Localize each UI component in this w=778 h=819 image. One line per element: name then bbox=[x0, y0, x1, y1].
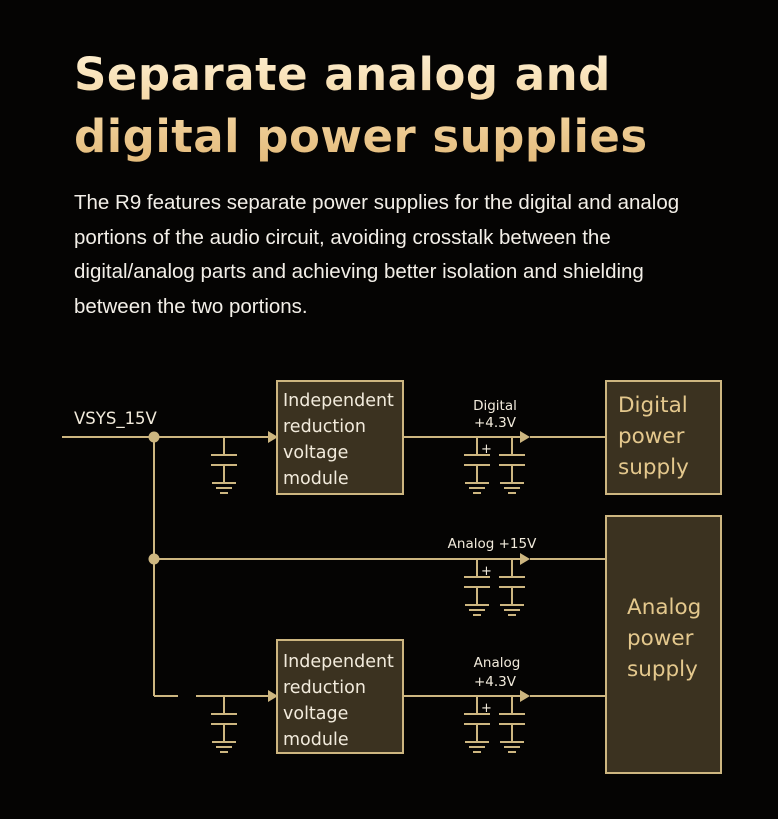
capacitor-icon bbox=[499, 559, 525, 615]
polarity-mark: + bbox=[481, 442, 492, 457]
digital-supply-line: supply bbox=[618, 455, 689, 480]
description-line: between the two portions. bbox=[74, 294, 308, 318]
junction-dot bbox=[148, 553, 160, 565]
module-bottom-line: Independent bbox=[283, 652, 394, 672]
description-line: digital/analog parts and achieving bette… bbox=[74, 260, 644, 283]
capacitor-icon bbox=[499, 696, 525, 752]
arrow bbox=[520, 553, 530, 565]
description-line: portions of the audio circuit, avoiding … bbox=[74, 225, 611, 249]
module-bottom-line: reduction bbox=[283, 678, 366, 698]
junction-dot bbox=[148, 431, 160, 443]
rail-label-analog-43v: +4.3V bbox=[474, 674, 517, 690]
analog-power-supply: Analog power supply bbox=[605, 515, 722, 774]
rail-label-analog-43v: Analog bbox=[474, 655, 521, 671]
digital-power-supply: Digital power supply bbox=[605, 380, 722, 495]
description-line: The R9 features separate power supplies … bbox=[74, 191, 680, 214]
capacitor-icon bbox=[211, 437, 237, 493]
module-top-line: reduction bbox=[283, 417, 366, 437]
rail-label-digital: Digital bbox=[473, 398, 517, 414]
rail-label-analog-15v: Analog +15V bbox=[448, 536, 537, 552]
module-top-line: Independent bbox=[283, 391, 394, 411]
module-bottom-line: module bbox=[283, 730, 349, 750]
digital-supply-line: power bbox=[618, 424, 685, 449]
digital-supply-line: Digital bbox=[618, 393, 688, 418]
capacitor-icon bbox=[211, 696, 237, 752]
description: The R9 features separate power supplies … bbox=[74, 186, 734, 324]
analog-supply-line: supply bbox=[627, 657, 698, 682]
polarity-mark: + bbox=[481, 564, 492, 579]
module-top-line: voltage bbox=[283, 443, 348, 463]
analog-supply-line: power bbox=[627, 626, 694, 651]
arrow bbox=[520, 431, 530, 443]
analog-supply-line: Analog bbox=[627, 595, 701, 620]
input-label: VSYS_15V bbox=[74, 409, 158, 429]
module-top: Independent reduction voltage module bbox=[276, 380, 404, 495]
arrow bbox=[520, 690, 530, 702]
arrow bbox=[268, 431, 278, 443]
polarity-mark: + bbox=[481, 701, 492, 716]
capacitor-icon bbox=[499, 437, 525, 493]
module-bottom: Independent reduction voltage module bbox=[276, 639, 404, 754]
module-bottom-line: voltage bbox=[283, 704, 348, 724]
module-top-line: module bbox=[283, 469, 349, 489]
arrow bbox=[268, 690, 278, 702]
rail-label-digital: +4.3V bbox=[474, 415, 517, 431]
